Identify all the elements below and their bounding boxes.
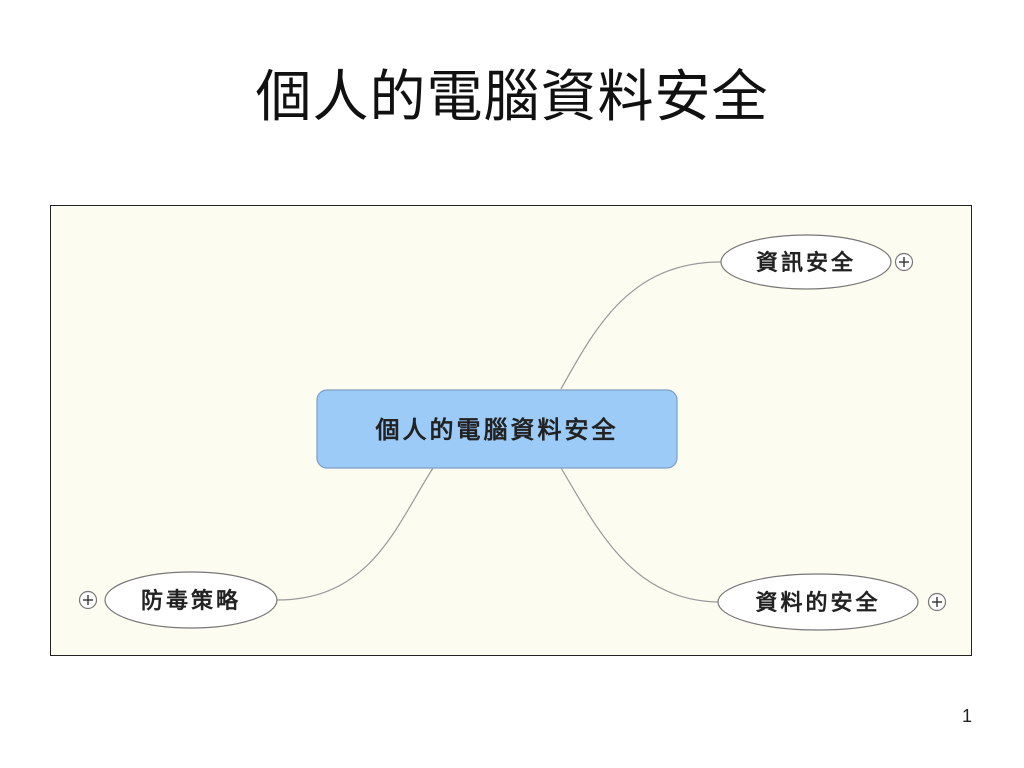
connector-data-security	[560, 467, 722, 603]
branch-node-info-security-label: 資訊安全	[756, 250, 856, 276]
branch-node-data-security-ellipse	[717, 573, 919, 631]
central-node-label: 個人的電腦資料安全	[375, 415, 619, 444]
branch-node-data-security-label: 資料的安全	[755, 590, 880, 616]
branch-node-antivirus-strategy-ellipse	[104, 571, 278, 629]
central-node[interactable]: 個人的電腦資料安全	[316, 389, 678, 469]
mindmap-svg: 個人的電腦資料安全 資訊安全 資料的安全 防毒策略	[51, 206, 971, 655]
connector-antivirus-strategy	[276, 467, 434, 601]
plus-circle-icon[interactable]	[894, 252, 914, 272]
mindmap-canvas: 個人的電腦資料安全 資訊安全 資料的安全 防毒策略	[50, 205, 972, 656]
connector-info-security	[560, 261, 722, 390]
branch-node-data-security[interactable]: 資料的安全	[717, 573, 919, 631]
branch-node-antivirus-strategy[interactable]: 防毒策略	[104, 571, 278, 629]
branch-node-antivirus-strategy-label: 防毒策略	[141, 588, 241, 614]
page-number: 1	[961, 706, 972, 726]
branch-node-info-security[interactable]: 資訊安全	[720, 234, 892, 290]
central-node-box	[316, 389, 678, 469]
plus-circle-icon[interactable]	[927, 592, 947, 612]
branch-node-info-security-ellipse	[720, 234, 892, 290]
plus-circle-icon[interactable]	[78, 590, 98, 610]
slide-title: 個人的電腦資料安全	[255, 65, 769, 130]
